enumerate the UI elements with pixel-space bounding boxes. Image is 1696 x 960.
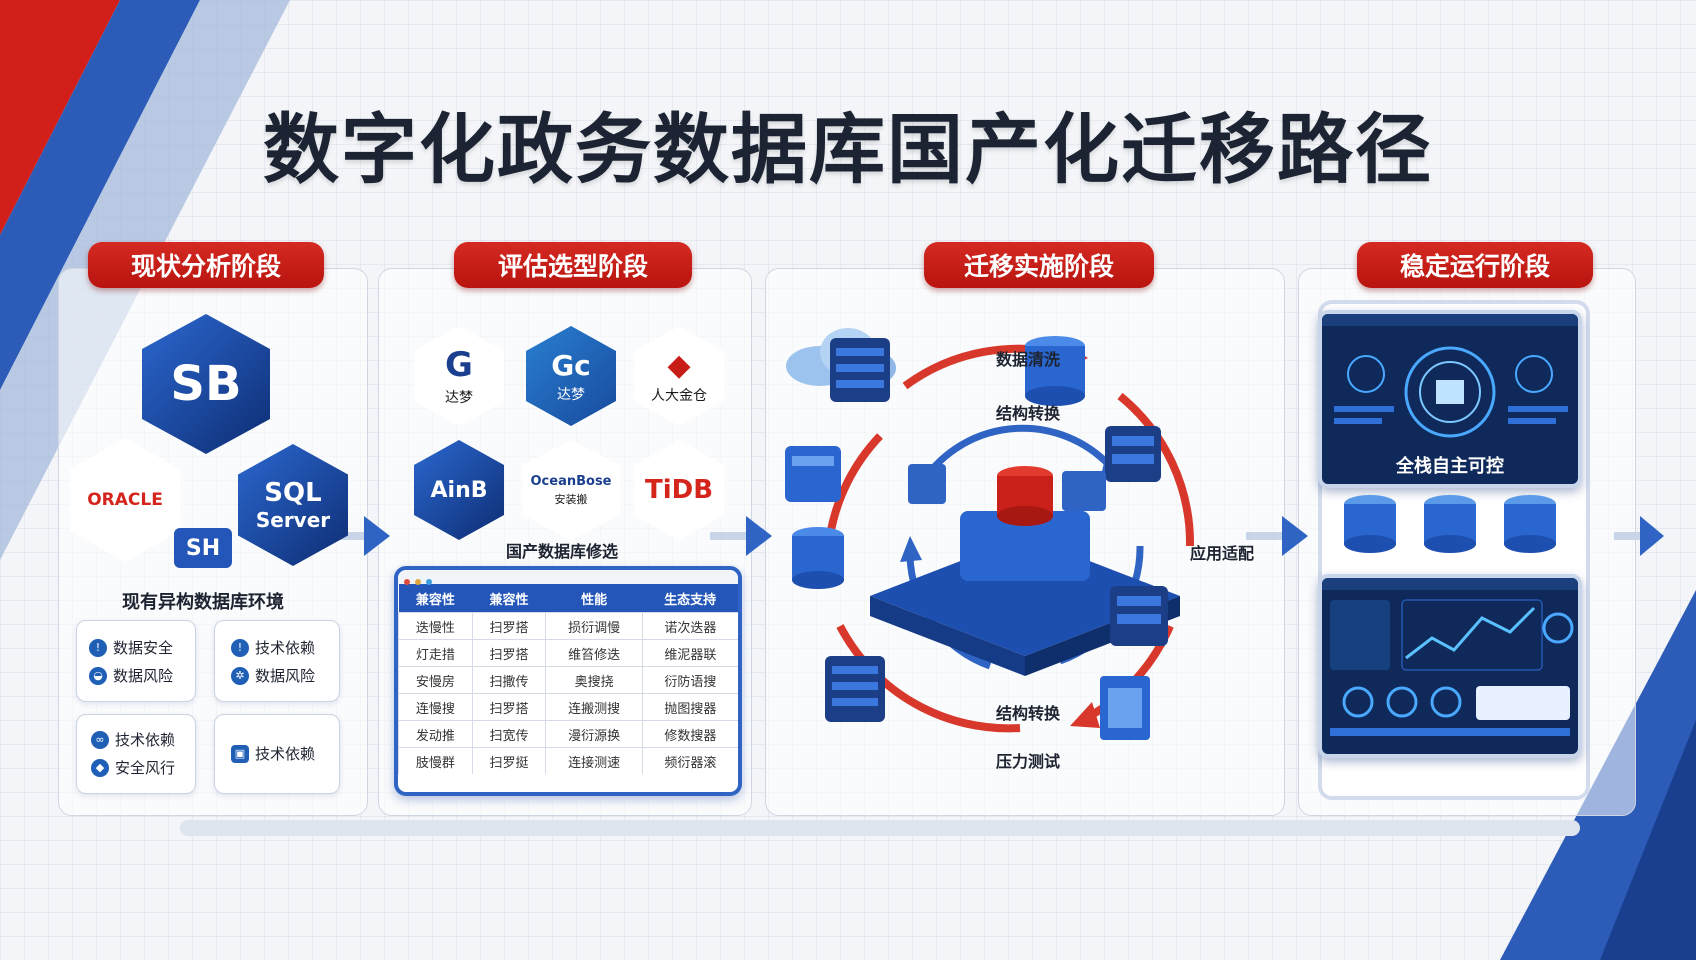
db-selection-table: 兼容性 兼容性 性能 生态支持 迭慢性扫罗搭损衍调慢诺次迭器 灯走措扫罗搭维笞修…	[394, 566, 742, 796]
label-structure-conversion-2: 结构转换	[996, 704, 1061, 723]
panel-icon	[908, 464, 946, 504]
link-icon: ∞	[91, 730, 109, 749]
arrow-icon	[1614, 516, 1664, 556]
chip-icon: ▣	[231, 744, 249, 763]
server-icon	[1110, 586, 1168, 646]
table-row: 肢慢群扫罗挺连接测速频衍器滚	[398, 747, 738, 774]
migration-cycle-diagram	[785, 328, 1195, 740]
gear-icon: ✲	[231, 666, 249, 685]
stage2-caption: 国产数据库修选	[506, 542, 619, 561]
arrow-icon	[917, 424, 1113, 488]
window-dots	[398, 570, 738, 585]
arrow-icon	[836, 624, 1021, 733]
table-header: 兼容性	[398, 584, 473, 613]
table-row: 安慢房扫撒传奥搜挠衍防语搜	[398, 666, 738, 694]
database-icon	[1424, 495, 1476, 553]
dashboard-bottom	[1318, 574, 1582, 758]
alert-icon: !	[231, 638, 249, 657]
stage-badge-evaluation: 评估选型阶段	[454, 242, 692, 288]
arrow-icon	[826, 433, 883, 537]
lock-icon: ◒	[89, 666, 107, 685]
label-data-cleaning: 数据清洗	[996, 350, 1061, 369]
shield-icon: ◆	[91, 758, 109, 777]
database-icon	[792, 527, 844, 589]
table-row: 灯走措扫罗搭维笞修迭维泥器联	[398, 639, 738, 667]
table-header: 性能	[545, 584, 643, 613]
arrow-icon	[1070, 702, 1100, 728]
label-app-adaptation: 应用适配	[1190, 544, 1255, 563]
server-icon	[825, 656, 885, 722]
risk-card: !技术依赖 ✲数据风险	[214, 620, 340, 702]
arrow-icon	[1246, 516, 1308, 556]
risk-card: !数据安全 ◒数据风险	[76, 620, 196, 702]
risk-card: ∞技术依赖 ◆安全风行	[76, 714, 196, 794]
alert-icon: !	[89, 638, 107, 657]
stage-badge-operation: 稳定运行阶段	[1357, 242, 1593, 288]
table-row: 发动推扫宽传漫衍源换修数搜器	[398, 720, 738, 748]
stage-badge-analysis: 现状分析阶段	[88, 242, 324, 288]
analytics-graphic	[1322, 578, 1578, 736]
panel-icon	[1062, 471, 1106, 511]
dashboard-graphic	[1322, 314, 1578, 438]
label-stress-test: 压力测试	[996, 752, 1061, 771]
database-cluster	[1344, 495, 1556, 553]
database-icon	[1344, 495, 1396, 553]
table-header: 生态支持	[642, 584, 738, 613]
server-icon	[1105, 426, 1161, 482]
table-row: 迭慢性扫罗搭损衍调慢诺次迭器	[398, 612, 738, 640]
comparison-table: 兼容性 兼容性 性能 生态支持 迭慢性扫罗搭损衍调慢诺次迭器 灯走措扫罗搭维笞修…	[398, 584, 738, 774]
sh-logo: SH	[174, 528, 232, 568]
banner-text: 全栈自主可控	[1396, 456, 1504, 477]
arrow-icon	[328, 516, 390, 556]
stage-badge-migration: 迁移实施阶段	[924, 242, 1154, 288]
risk-card: ▣技术依赖	[214, 714, 340, 794]
sb-logo-hex: SB	[142, 314, 270, 454]
table-row: 连慢搜扫罗搭连搬测搜抛图搜器	[398, 693, 738, 721]
server-icon	[830, 338, 890, 402]
arrow-icon	[1117, 392, 1195, 547]
stage1-caption: 现有异构数据库环境	[122, 592, 284, 613]
database-icon	[1025, 336, 1085, 406]
page-title: 数字化政务数据库国产化迁移路径	[263, 105, 1433, 194]
building-icon	[1100, 676, 1150, 740]
database-icon	[1504, 495, 1556, 553]
arrow-icon	[900, 536, 922, 562]
server-icon	[785, 446, 841, 502]
dashboard-top: 全栈自主可控	[1318, 310, 1582, 488]
table-header: 兼容性	[472, 584, 546, 613]
label-structure-conversion: 结构转换	[996, 404, 1061, 423]
arrow-icon	[710, 516, 772, 556]
